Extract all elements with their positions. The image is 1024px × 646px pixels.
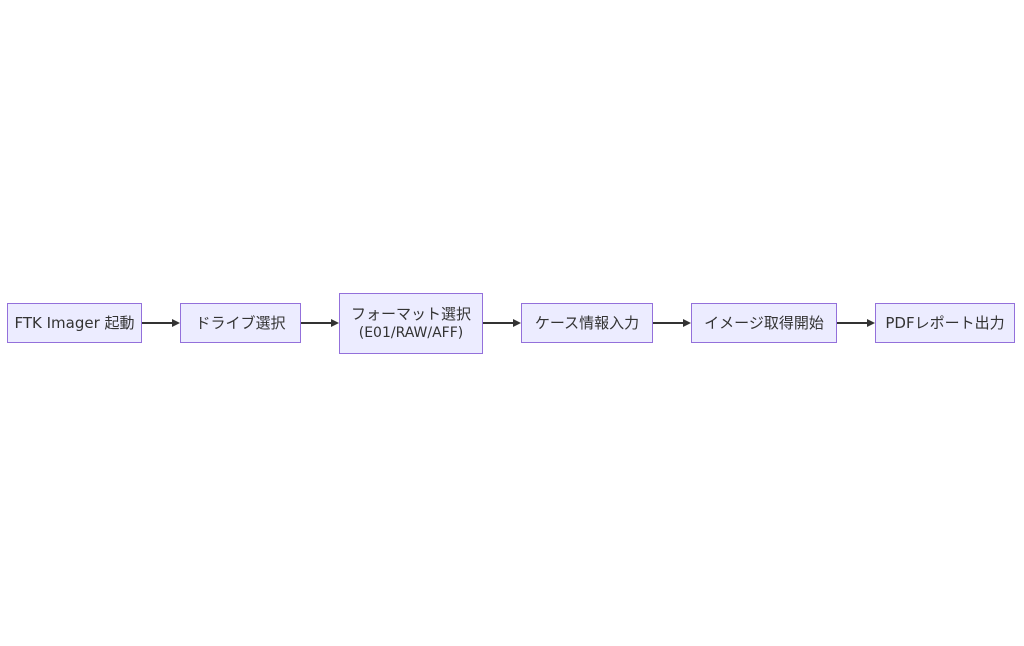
node-label: イメージ取得開始 [704,314,824,332]
arrow-line [837,322,867,324]
node-ftk-imager-launch: FTK Imager 起動 [7,303,142,343]
node-label: PDFレポート出力 [885,314,1005,332]
arrow-line [653,322,683,324]
node-label: ケース情報入力 [534,314,640,332]
node-label: FTK Imager 起動 [14,314,135,332]
node-case-info-input: ケース情報入力 [521,303,653,343]
node-pdf-report-output: PDFレポート出力 [875,303,1015,343]
arrow-line [142,322,172,324]
arrowhead-icon [513,319,521,327]
node-sublabel: (E01/RAW/AFF) [358,324,464,341]
flow-arrow [142,318,180,328]
arrow-line [301,322,331,324]
node-image-acquisition-start: イメージ取得開始 [691,303,837,343]
arrowhead-icon [172,319,180,327]
flowchart-row: FTK Imager 起動 ドライブ選択 フォーマット選択 (E01/RAW/A… [7,0,1015,646]
node-drive-select: ドライブ選択 [180,303,301,343]
node-label: ドライブ選択 [195,314,286,332]
arrowhead-icon [331,319,339,327]
flow-arrow [837,318,875,328]
arrowhead-icon [683,319,691,327]
node-label: フォーマット選択 [350,304,471,323]
flow-arrow [653,318,691,328]
arrow-line [483,322,513,324]
flow-arrow [483,318,521,328]
flow-arrow [301,318,339,328]
arrowhead-icon [867,319,875,327]
node-format-select: フォーマット選択 (E01/RAW/AFF) [339,292,483,354]
